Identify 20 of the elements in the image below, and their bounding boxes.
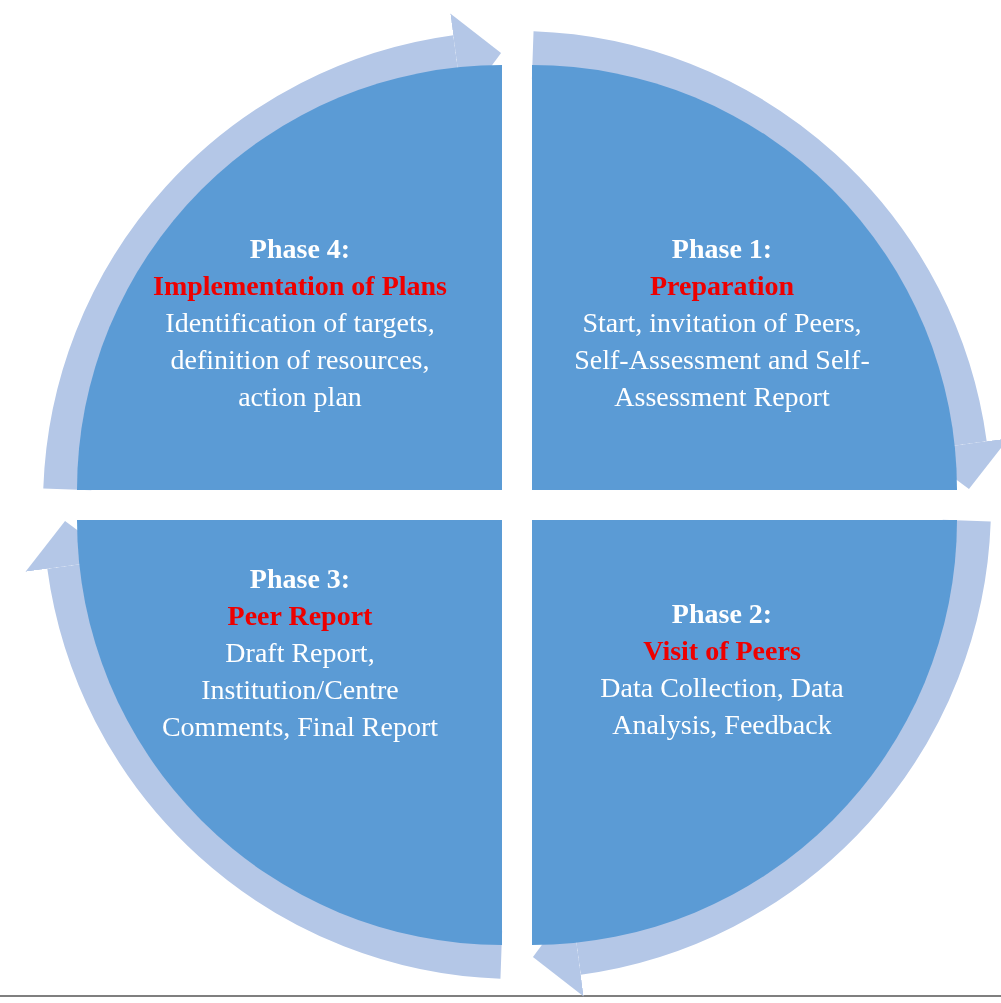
phase-title: Implementation of Plans	[153, 269, 447, 303]
curved-arrow	[26, 521, 504, 979]
phase-description: Data Collection, Data Analysis, Feedback	[599, 671, 845, 742]
phase-heading: Phase 3:	[249, 562, 351, 596]
phase-title: Preparation	[649, 269, 795, 303]
curved-arrow	[530, 31, 1001, 489]
quarter-circle-segment	[532, 65, 957, 490]
phase-heading: Phase 2:	[671, 597, 773, 631]
phase-title: Peer Report	[227, 599, 373, 633]
phase-title: Visit of Peers	[643, 634, 801, 668]
quarter-circle-segment	[532, 520, 957, 945]
phase-heading: Phase 4:	[249, 232, 351, 266]
curved-arrow	[43, 14, 501, 492]
quarter-circle-segment	[77, 520, 502, 945]
curved-arrow	[533, 518, 991, 996]
phase-description: Draft Report, Institution/Centre Comments, Final Report	[160, 636, 440, 744]
phase-description: Start, invitation of Peers, Self-Assessment and Self-Assessment Report	[573, 306, 871, 414]
phase-description: Identification of targets, definition of resources, action plan	[164, 306, 436, 414]
quarter-circle-segment	[77, 65, 502, 490]
phase-heading: Phase 1:	[671, 232, 773, 266]
